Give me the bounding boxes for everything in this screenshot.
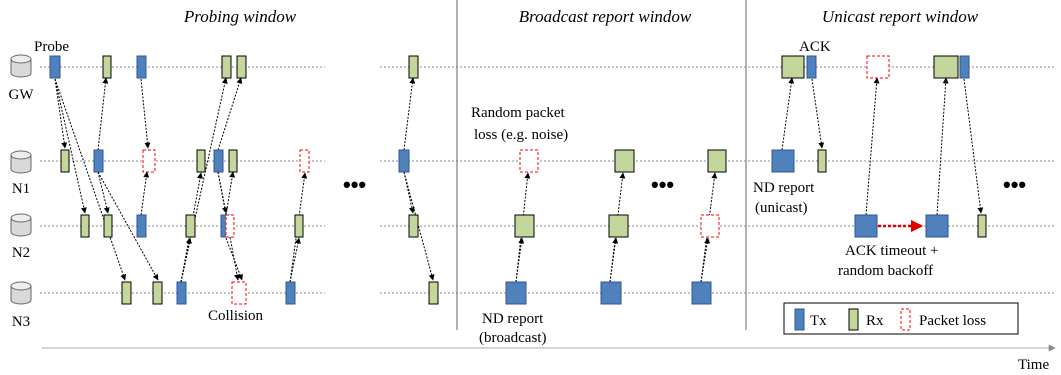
packet-rx [614, 149, 635, 173]
packet-tx [925, 214, 949, 238]
packet-loss [142, 149, 156, 173]
probing-window-title: Probing window [183, 7, 297, 26]
collision-label: Collision [208, 308, 264, 324]
packet-loss [299, 149, 310, 173]
packet-tx [505, 281, 527, 305]
packet-rx [977, 214, 987, 238]
random-loss-label-line2: loss (e.g. noise) [474, 127, 568, 143]
packet-tx [771, 149, 795, 173]
database-icon [10, 54, 32, 78]
random-loss-label-line1: Random packet [471, 105, 566, 121]
nd-unicast-label-line2: (unicast) [755, 200, 807, 216]
nd-broadcast-label-line1: ND report [482, 311, 544, 327]
node-n3: N3 [10, 281, 32, 330]
packet-rx [608, 214, 629, 238]
packet-loss [231, 281, 247, 305]
packet-rx [294, 214, 304, 238]
node-label-n1: N1 [12, 181, 30, 197]
packet-rx [185, 214, 196, 238]
legend-swatch-tx [794, 308, 805, 331]
packet-rx [103, 214, 113, 238]
packet-tx [806, 55, 817, 79]
legend: Tx Rx Packet loss [783, 302, 1019, 335]
nd-unicast-label-line1: ND report [753, 180, 815, 196]
packet-rx [102, 55, 112, 79]
packet-rx [196, 149, 206, 173]
packet-tx [398, 149, 410, 173]
ack-timeout-label-line2: random backoff [838, 263, 933, 279]
packet-rx [781, 55, 805, 79]
packet-rx [707, 149, 727, 173]
legend-label-rx: Rx [866, 313, 884, 329]
packet-tx [285, 281, 296, 305]
node-label-n3: N3 [12, 314, 30, 330]
packet-rx [236, 55, 247, 79]
packet-tx [93, 149, 104, 173]
database-icon [10, 281, 32, 305]
unicast-window-title: Unicast report window [822, 7, 979, 26]
packet-rx [121, 281, 132, 305]
packet-rx [408, 214, 419, 238]
packet-rx [152, 281, 163, 305]
ellipsis-3: ••• [1003, 172, 1026, 197]
node-n1: N1 [10, 150, 32, 197]
packet-rx [817, 149, 827, 173]
packet-rx [933, 55, 959, 79]
nd-broadcast-label-line2: (broadcast) [479, 330, 546, 346]
packet-rx [228, 149, 238, 173]
packet-tx [176, 281, 187, 305]
legend-label-tx: Tx [810, 313, 827, 329]
packet-tx [959, 55, 970, 79]
packet-rx [221, 55, 232, 79]
probe-label: Probe [34, 39, 69, 55]
legend-swatch-rx [848, 308, 859, 331]
message-arrows [54, 77, 984, 283]
packet-tx [600, 281, 622, 305]
legend-swatch-loss [900, 308, 911, 331]
packet-tx [854, 214, 878, 238]
database-icon [10, 150, 32, 174]
packet-rx [428, 281, 439, 305]
node-n2: N2 [10, 213, 32, 261]
node-label-n2: N2 [12, 245, 30, 261]
packet-tx [136, 214, 147, 238]
packet-loss [866, 55, 890, 79]
broadcast-window-title: Broadcast report window [519, 7, 692, 26]
node-label-gw: GW [9, 87, 35, 103]
packet-rx [80, 214, 90, 238]
ack-label: ACK [799, 39, 831, 55]
packet-rx [60, 149, 70, 173]
packet-tx [213, 149, 224, 173]
packet-loss [700, 214, 720, 238]
time-axis-label: Time [1018, 357, 1049, 373]
database-icon [10, 213, 32, 237]
ellipsis-2: ••• [651, 172, 674, 197]
packet-tx [691, 281, 712, 305]
packet-rx [408, 55, 419, 79]
packet-rx [514, 214, 535, 238]
packet-loss [225, 214, 235, 238]
ellipsis-1: ••• [343, 172, 366, 197]
packets [49, 55, 987, 305]
packet-loss [519, 149, 539, 173]
timelines [40, 66, 1055, 294]
ack-timeout-label-line1: ACK timeout + [845, 243, 938, 259]
legend-label-loss: Packet loss [919, 313, 986, 329]
packet-tx [136, 55, 147, 79]
packet-tx [49, 55, 61, 79]
node-gw: GW [9, 54, 35, 103]
